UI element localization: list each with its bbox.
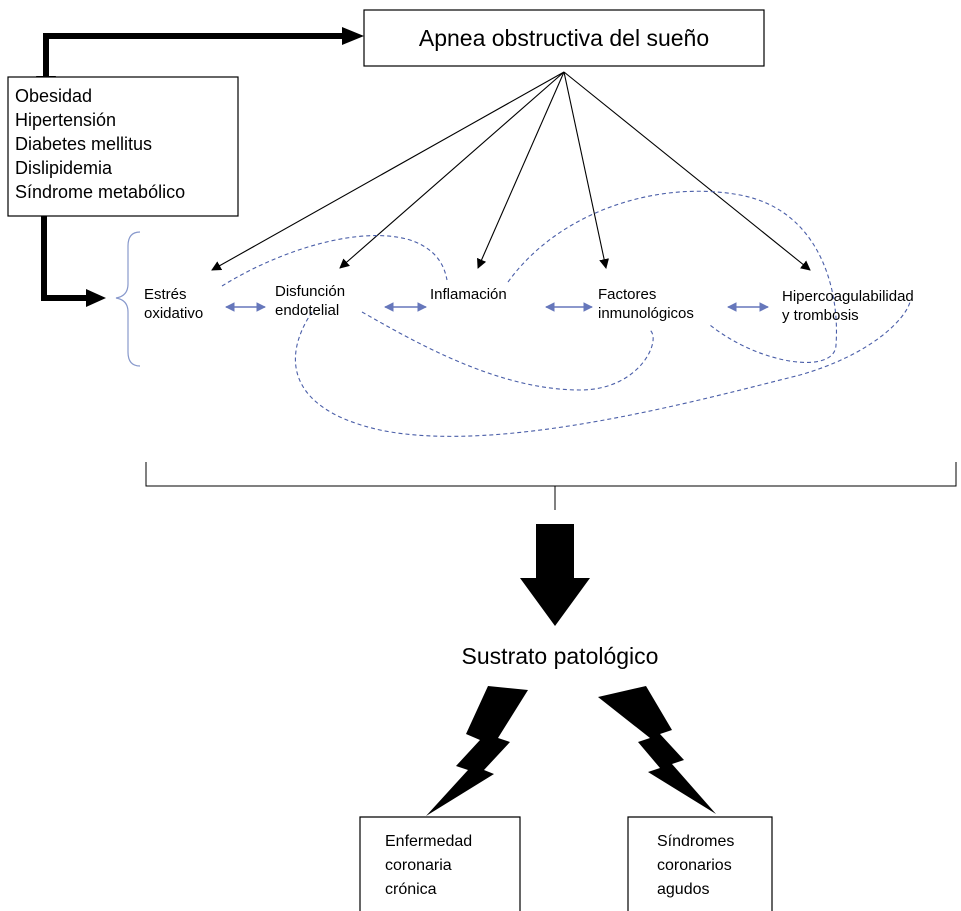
lightning-bolt-left xyxy=(426,686,528,816)
mechanism-label: oxidativo xyxy=(144,305,203,322)
mechanism-label: endotelial xyxy=(275,302,339,319)
outcome-label: coronaria xyxy=(385,857,452,874)
risk-factor-item: Dislipidemia xyxy=(15,158,113,178)
risk-factors-box: Obesidad Hipertensión Diabetes mellitus … xyxy=(7,76,239,217)
outcome-box-agudos: Síndromes coronarios agudos xyxy=(627,816,773,911)
mechanism-label: y trombosis xyxy=(782,307,859,324)
outcome-label: agudos xyxy=(657,881,710,898)
lightning-bolt-right xyxy=(598,686,716,814)
mechanism-label: Hipercoagulabilidad xyxy=(782,288,914,305)
apnea-label: Apnea obstructiva del sueño xyxy=(419,25,709,51)
mechanism-estres: Estrés oxidativo xyxy=(144,286,203,322)
mechanism-label: Estrés xyxy=(144,286,187,303)
outcome-label: Síndromes xyxy=(657,833,734,850)
outcome-box-cronica: Enfermedad coronaria crónica xyxy=(359,816,521,911)
mechanism-inmuno: Factores inmunológicos xyxy=(598,286,694,322)
bottom-bracket xyxy=(145,462,957,510)
risk-factor-item: Diabetes mellitus xyxy=(15,134,152,154)
down-arrow xyxy=(520,524,590,626)
mechanism-inflamacion: Inflamación xyxy=(430,286,507,303)
mechanism-hiperco: Hipercoagulabilidad y trombosis xyxy=(782,288,914,324)
risk-factor-item: Hipertensión xyxy=(15,110,116,130)
interaction-curves xyxy=(221,190,911,437)
mechanism-label: Disfunción xyxy=(275,283,345,300)
outcome-label: Enfermedad xyxy=(385,833,472,850)
outcome-label: crónica xyxy=(385,881,437,898)
outcome-label: coronarios xyxy=(657,857,732,874)
mechanism-label: Inflamación xyxy=(430,286,507,303)
mechanism-disfuncion: Disfunción endotelial xyxy=(275,283,345,319)
thick-connector-left xyxy=(41,216,106,307)
result-label: Sustrato patológico xyxy=(462,643,659,669)
mechanisms-brace xyxy=(115,231,141,367)
mechanism-label: Factores xyxy=(598,286,656,303)
risk-factor-item: Síndrome metabólico xyxy=(15,182,185,202)
risk-factor-item: Obesidad xyxy=(15,86,92,106)
fan-arrows xyxy=(211,71,811,271)
mechanism-label: inmunológicos xyxy=(598,305,694,322)
apnea-box: Apnea obstructiva del sueño xyxy=(363,9,765,67)
